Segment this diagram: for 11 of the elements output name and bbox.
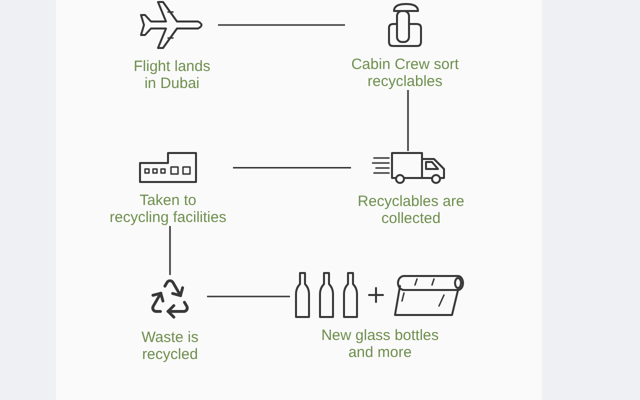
connector-line — [169, 226, 171, 275]
step-label: Cabin Crew sort recyclables — [350, 56, 460, 90]
step-label: Recyclables are collected — [356, 193, 466, 227]
step-label: New glass bottles and more — [320, 327, 440, 361]
connector-line — [233, 166, 351, 169]
connector-line — [407, 90, 409, 151]
step-label: Taken to recycling facilities — [108, 192, 228, 226]
connector-line — [207, 296, 290, 298]
step-label: Waste is recycled — [140, 329, 200, 363]
step-label: Flight lands in Dubai — [132, 58, 212, 92]
connector-line — [218, 24, 345, 26]
